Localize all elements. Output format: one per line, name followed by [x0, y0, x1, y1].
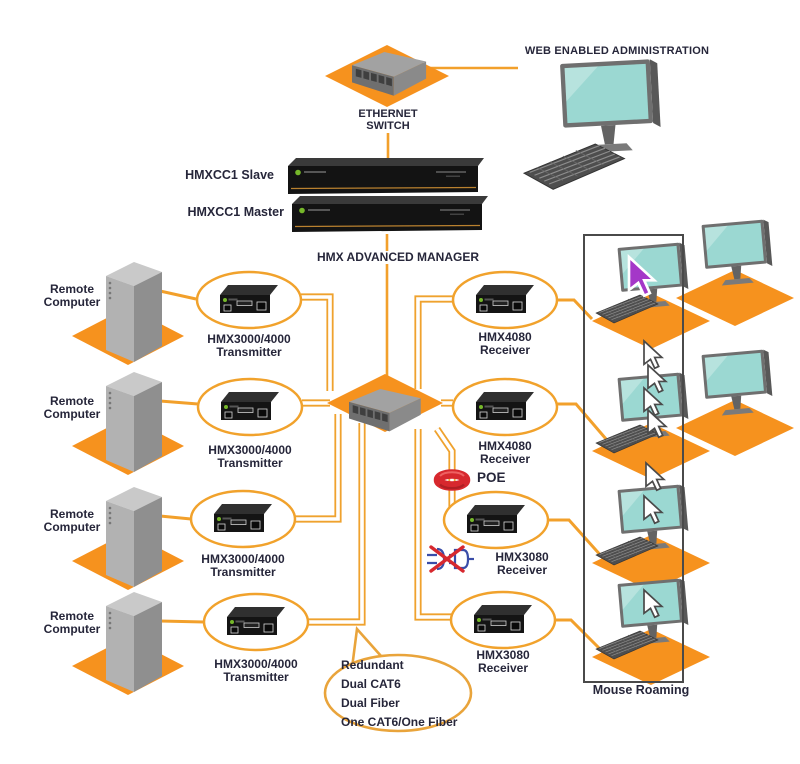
web-admin-label: WEB ENABLED ADMINISTRATION [524, 45, 710, 57]
wire-rx3-ws3 [548, 518, 605, 560]
mouse-roaming-label: Mouse Roaming [592, 683, 690, 697]
transmitter-1 [195, 270, 303, 330]
user-station-back-1 [676, 219, 794, 326]
transmitter-2 [196, 377, 304, 437]
receiver-3 [442, 490, 550, 550]
hmxcc1-slave-unit [287, 157, 485, 195]
receiver-1-label: HMX4080 Receiver [478, 330, 532, 358]
remote-computer-3 [72, 487, 184, 590]
remote-computer-3-label: Remote Computer [43, 507, 101, 535]
redundant-wires [295, 293, 456, 626]
receiver-3-label: HMX3080 Receiver [495, 550, 549, 578]
wire-computer3-tx3 [159, 514, 192, 521]
advanced-manager-label: HMX ADVANCED MANAGER [303, 250, 493, 265]
receiver-4-label: HMX3080 Receiver [476, 648, 530, 676]
core-switch-graphic [327, 374, 443, 432]
hmxcc1-slave-label: HMXCC1 Slave [185, 168, 274, 182]
remote-computer-2 [72, 372, 184, 475]
remote-computer-1-label: Remote Computer [43, 282, 101, 310]
wire-computer1-tx1 [159, 289, 197, 301]
receiver-4 [449, 590, 557, 650]
hmxcc1-master-unit [291, 195, 489, 233]
remote-computer-1 [72, 262, 184, 365]
wire-computer2-tx2 [159, 399, 199, 406]
mouse-roaming-zone [583, 234, 684, 683]
transmitter-2-label: HMX3000/4000 Transmitter [208, 443, 292, 471]
transmitter-4 [202, 592, 310, 652]
hmxcc1-master-label: HMXCC1 Master [187, 205, 284, 219]
user-station-3 [592, 484, 710, 591]
user-station-back-2 [676, 349, 794, 456]
remote-computer-4-label: Remote Computer [43, 609, 101, 637]
wire-rx1-ws1 [557, 298, 594, 321]
remote-computer-4 [72, 592, 184, 695]
wire-computer4-tx4 [159, 619, 205, 624]
transmitter-1-label: HMX3000/4000 Transmitter [207, 332, 291, 360]
poe-ring-icon [433, 469, 471, 491]
transmitter-3 [189, 489, 297, 549]
admin-computer-graphic [523, 58, 662, 190]
no-power-plug-icon [427, 545, 474, 573]
ethernet-switch-label: ETHERNET SWITCH [358, 108, 418, 133]
callout-bubble [323, 626, 473, 733]
callout-text: Redundant Dual CAT6 Dual Fiber One CAT6/… [341, 658, 458, 729]
wire-rx2-ws2 [557, 402, 608, 440]
wire-rx4-ws4 [555, 618, 605, 654]
receiver-2 [451, 377, 559, 437]
user-station-4 [592, 578, 710, 685]
transmitter-3-label: HMX3000/4000 Transmitter [201, 552, 285, 580]
receiver-2-label: HMX4080 Receiver [478, 439, 532, 467]
poe-label: POE [477, 470, 506, 485]
transmitter-4-label: HMX3000/4000 Transmitter [214, 657, 298, 685]
ethernet-switch-graphic [325, 45, 449, 107]
remote-computer-2-label: Remote Computer [43, 394, 101, 422]
receiver-1 [451, 270, 559, 330]
